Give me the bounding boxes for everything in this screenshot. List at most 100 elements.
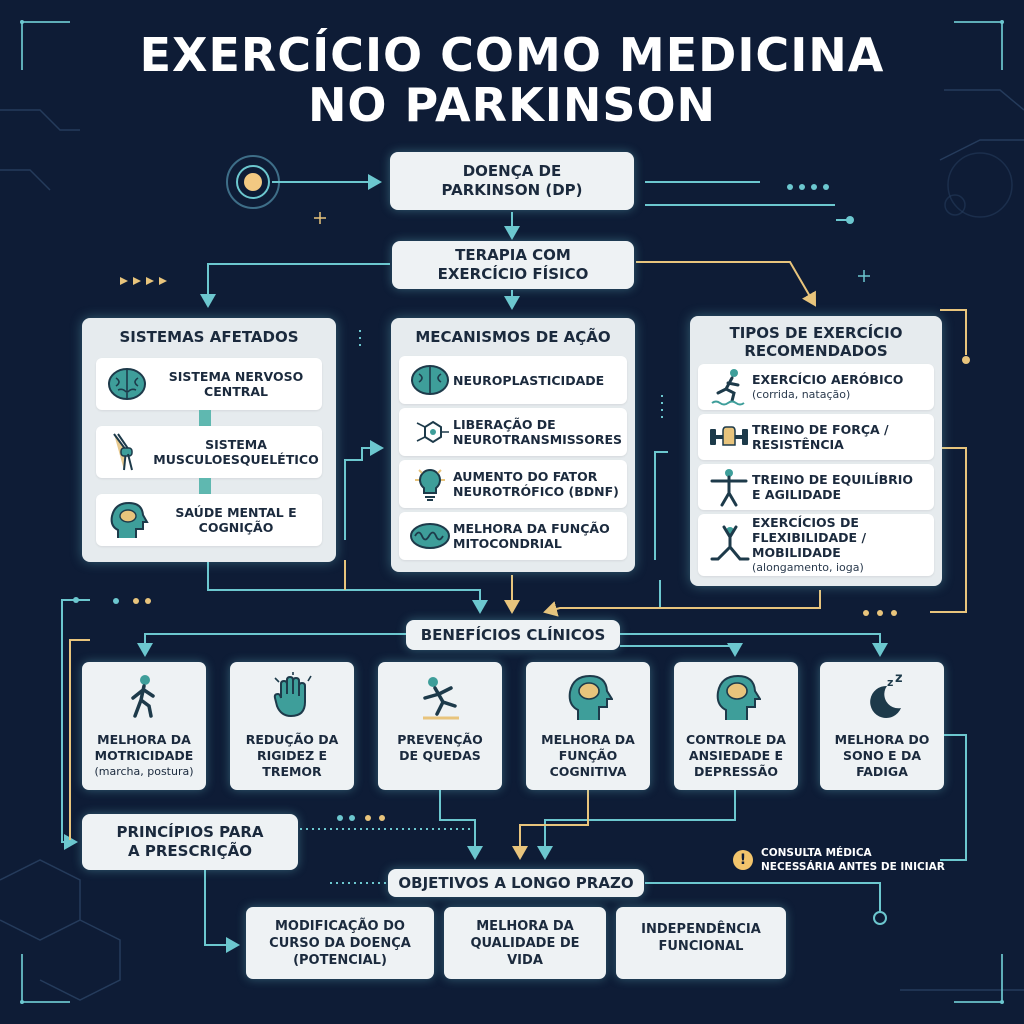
balance-pose-icon [710, 469, 748, 507]
item-sub: (corrida, natação) [752, 388, 851, 401]
exclamation-icon: ! [733, 850, 753, 870]
item-line-1: AUMENTO DO FATOR [453, 469, 598, 484]
item-line-2: NEUROTRANSMISSORES [453, 432, 623, 447]
item-line-1: SAÚDE MENTAL E [175, 505, 297, 520]
goal-line-2: CURSO DA DOENÇA [269, 935, 411, 951]
item-line-2: NEUROTRÓFICO (BDNF) [453, 484, 619, 499]
svg-text:z: z [895, 672, 903, 686]
goal-line-3: (POTENCIAL) [293, 952, 387, 968]
panel-title-line-2: RECOMENDADOS [744, 342, 888, 360]
warning-line-2: NECESSÁRIA ANTES DE INICIAR [761, 861, 945, 873]
card-line-1: PREVENÇÃO [397, 732, 483, 747]
card-sub: (marcha, postura) [94, 765, 194, 778]
brain-icon [411, 365, 449, 395]
node-clinical-benefits: BENEFÍCIOS CLÍNICOS [406, 620, 620, 650]
walking-icon [131, 675, 155, 718]
card-line-3: FADIGA [856, 764, 908, 779]
mitochondria-icon [410, 523, 450, 549]
falling-person-icon [423, 677, 459, 720]
page-title: EXERCÍCIO COMO MEDICINA NO PARKINSON [0, 30, 1024, 130]
card-line-1: REDUÇÃO DA [245, 732, 339, 747]
goal-line-1: INDEPENDÊNCIA [641, 922, 761, 937]
runner-icon [711, 369, 745, 406]
hand-icon [273, 672, 312, 718]
stretch-icon [710, 525, 750, 561]
panel-title: SISTEMAS AFETADOS [119, 328, 299, 346]
card-line-1: CONTROLE DA [686, 732, 786, 747]
molecule-icon [416, 420, 449, 444]
node-label-line-2: EXERCÍCIO FÍSICO [437, 265, 589, 283]
panel-mechanisms: MECANISMOS DE AÇÃO NEUROPLASTICIDADE LIB… [391, 318, 635, 572]
item-line-2: CENTRAL [204, 384, 268, 399]
card-line-3: COGNITIVA [549, 764, 627, 779]
card-line-2: ANSIEDADE E [688, 748, 784, 763]
moon-zz-icon: z z [870, 672, 903, 718]
item-line-1: SISTEMA [205, 437, 267, 452]
goal-line-1: MODIFICAÇÃO DO [275, 918, 405, 934]
lightbulb-icon [415, 468, 445, 501]
title-line-1: EXERCÍCIO COMO MEDICINA [139, 28, 885, 82]
item-line-1: TREINO DE EQUILÍBRIO [752, 472, 914, 487]
item-line-2: COGNIÇÃO [198, 520, 274, 535]
card-line-2: MOTRICIDADE [94, 748, 194, 763]
item-line-1: NEUROPLASTICIDADE [453, 372, 605, 388]
item-line-1: MELHORA DA FUNÇÃO [453, 521, 610, 536]
node-long-term-goals: OBJETIVOS A LONGO PRAZO [388, 869, 644, 897]
card-line-1: MELHORA DA [541, 732, 635, 747]
connector-bar [199, 478, 211, 494]
brain-icon [108, 368, 146, 400]
node-label-line-1: TERAPIA COM [455, 246, 571, 264]
item-line-2: FLEXIBILIDADE / MOBILIDADE [752, 530, 867, 560]
item-line-1: SISTEMA NERVOSO [168, 369, 304, 384]
item-line-2: E AGILIDADE [752, 487, 842, 502]
goal-line-2: QUALIDADE DE [470, 935, 580, 951]
item-line-1: TREINO DE FORÇA / [752, 422, 889, 437]
head-brain-icon [568, 674, 613, 720]
card-line-3: DEPRESSÃO [694, 764, 778, 779]
item-line-1: EXERCÍCIOS DE [752, 515, 859, 530]
exercise-item-strength: TREINO DE FORÇA /RESISTÊNCIA [698, 414, 934, 460]
item-line-2: MITOCONDRIAL [453, 536, 562, 551]
panel-title: MECANISMOS DE AÇÃO [415, 328, 611, 346]
head-brain-icon [110, 501, 149, 538]
node-label-line-2: PARKINSON (DP) [441, 181, 583, 199]
card-line-1: MELHORA DA [97, 732, 191, 747]
card-line-1: MELHORA DO [834, 732, 930, 747]
title-line-2: NO PARKINSON [307, 78, 717, 132]
card-line-2: DE QUEDAS [399, 748, 481, 763]
item-line-2: RESISTÊNCIA [752, 437, 844, 452]
item-sub: (alongamento, ioga) [752, 561, 864, 574]
dumbbell-icon [710, 426, 748, 446]
exercise-item-aerobic: EXERCÍCIO AERÓBICO(corrida, natação) [698, 364, 934, 410]
card-line-3: TREMOR [262, 764, 322, 779]
node-label-line-1: PRINCÍPIOS PARA [116, 823, 264, 841]
warning-line-1: CONSULTA MÉDICA [761, 847, 872, 859]
medical-warning: ! CONSULTA MÉDICA NECESSÁRIA ANTES DE INI… [733, 842, 973, 878]
goal-line-1: MELHORA DA [476, 918, 574, 934]
panel-title-line-1: TIPOS DE EXERCÍCIO [729, 324, 903, 342]
item-line-2: MUSCULOESQUELÉTICO [153, 452, 319, 467]
knee-joint-icon [113, 433, 133, 471]
node-label: OBJETIVOS A LONGO PRAZO [398, 873, 634, 892]
